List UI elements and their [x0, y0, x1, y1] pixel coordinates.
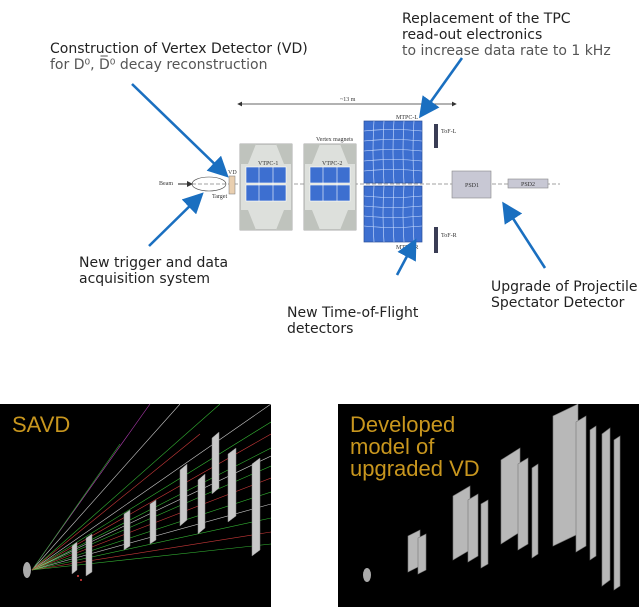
- upgraded-vd-panel-title: Developed model of upgraded VD: [350, 412, 480, 481]
- trigger-arrow: [148, 192, 204, 247]
- vtpc2-label: VTPC-2: [322, 161, 342, 167]
- vtpc1-magnet: VTPC-1: [239, 143, 293, 231]
- vertex-detector: VD: [228, 170, 237, 195]
- tof-detectors-label: New Time-of-Flight detectors: [287, 305, 419, 337]
- mtpc-r-label: MTPC-R: [396, 245, 418, 251]
- savd-panel-title: SAVD: [12, 412, 71, 437]
- psd: PSD1 PSD2: [451, 170, 549, 199]
- trigger-daq-label: New trigger and data acquisition system: [79, 255, 229, 287]
- vertex-magnets-label: Vertex magnets: [316, 137, 354, 143]
- vd-construction-label: Construction of Vertex Detector (VD) for…: [50, 41, 308, 73]
- beam-line: Beam Target: [159, 176, 560, 200]
- psd2-label: PSD2: [521, 182, 535, 188]
- tpc-arrow: [418, 57, 464, 119]
- mtpc-r: MTPC-R: [363, 185, 423, 251]
- mtpc-l-label: MTPC-L: [396, 115, 418, 121]
- upgraded-vd-panel: Developed model of upgraded VD: [338, 404, 639, 607]
- savd-tracks-view: [23, 404, 271, 581]
- psd-upgrade-label: Upgrade of Projectile Spectator Detector: [491, 279, 638, 311]
- beam-label: Beam: [159, 181, 173, 187]
- scale-label: ~13 m: [340, 97, 356, 103]
- mtpc-l: MTPC-L: [363, 115, 423, 184]
- vd-arrow: [131, 83, 229, 178]
- tpc-electronics-label: Replacement of the TPC read-out electron…: [402, 11, 611, 59]
- vtpc2-magnet: VTPC-2 Vertex magnets: [303, 137, 357, 231]
- tof-r-label: ToF-R: [441, 233, 457, 239]
- target-label: Target: [212, 194, 227, 200]
- vd-label: VD: [228, 170, 237, 176]
- detector-schematic: ~13 m Beam Target VD VTPC-1 VT: [131, 57, 560, 276]
- vtpc1-label: VTPC-1: [258, 161, 278, 167]
- psd1-label: PSD1: [465, 183, 479, 189]
- upgraded-vd-model-view: [363, 404, 621, 591]
- tof-arrow: [395, 238, 417, 276]
- tof-l-label: ToF-L: [441, 129, 457, 135]
- savd-panel: SAVD: [0, 404, 271, 607]
- scale-bar: ~13 m: [237, 97, 457, 107]
- annotation-arrows: [131, 57, 547, 276]
- tof-walls: ToF-L ToF-R: [434, 124, 457, 253]
- psd-arrow: [502, 201, 547, 269]
